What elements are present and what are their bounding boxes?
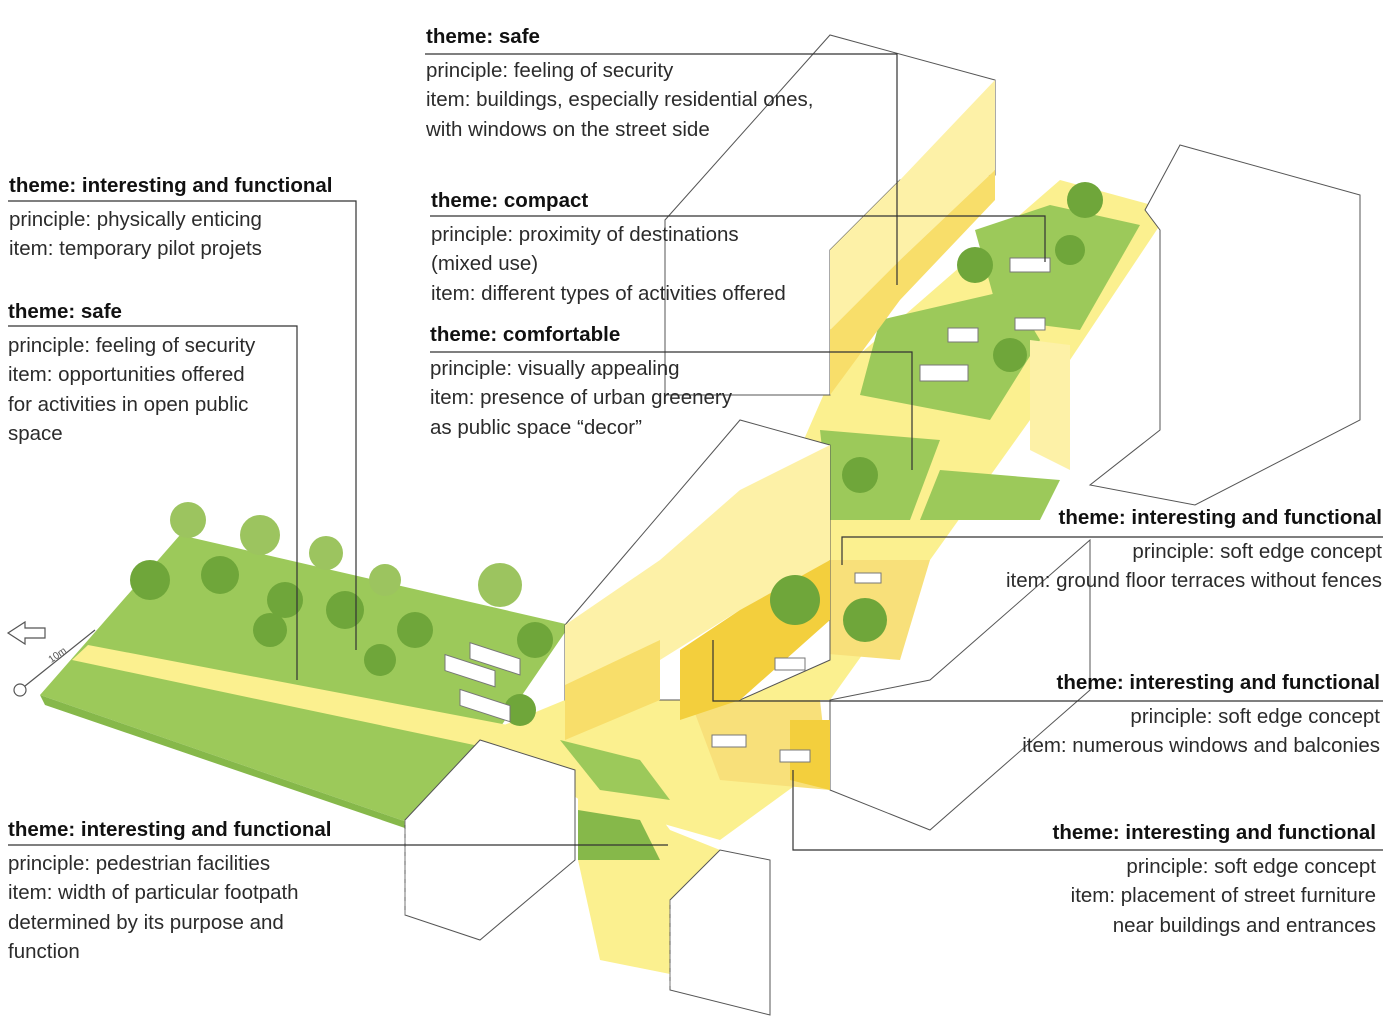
annotation-item-continued: for activities in open public	[8, 392, 249, 416]
annotation-principle: principle: soft edge concept	[1130, 704, 1380, 728]
annotation-interesting-bottom-left: theme: interesting and functional princi…	[8, 815, 331, 967]
park-lawn-edge	[40, 695, 440, 840]
annotation-principle: principle: physically enticing	[9, 207, 262, 231]
annotation-theme: theme: interesting and functional	[9, 174, 333, 197]
annotation-item-continued: near buildings and entrances	[1112, 913, 1376, 937]
annotation-interesting-left-top: theme: interesting and functional princi…	[9, 171, 332, 264]
annotation-safe-top: theme: safe principle: feeling of securi…	[426, 22, 813, 144]
annotation-item: item: placement of street furniture	[1070, 884, 1376, 907]
park-lawn	[40, 535, 570, 830]
garden-middle	[860, 290, 1040, 420]
north-arrow-icon	[6, 620, 46, 646]
annotation-theme: theme: safe	[8, 300, 122, 323]
annotation-principle: principle: feeling of security	[426, 58, 674, 82]
compass-scale	[6, 620, 96, 697]
east-green	[560, 740, 670, 800]
annotation-interesting-right-1: theme: interesting and functional princi…	[1006, 503, 1382, 596]
annotation-item: item: ground floor terraces without fenc…	[1005, 569, 1382, 592]
annotation-item-continued: as public space “decor”	[430, 415, 642, 439]
annotation-item-continued: determined by its purpose and	[8, 910, 284, 934]
annotation-item-continued: function	[8, 940, 80, 963]
planters	[444, 257, 1051, 763]
trees	[130, 182, 1103, 726]
annotation-compact: theme: compact principle: proximity of d…	[431, 186, 786, 308]
annotation-theme: theme: interesting and functional	[8, 818, 332, 841]
annotation-principle: principle: soft edge concept	[1126, 854, 1376, 878]
annotation-interesting-right-2: theme: interesting and functional princi…	[1022, 668, 1380, 761]
annotation-theme: theme: interesting and functional	[1056, 671, 1380, 694]
garden-south	[820, 430, 940, 520]
annotation-principle: principle: visually appealing	[430, 356, 680, 380]
annotation-interesting-right-3: theme: interesting and functional princi…	[1053, 818, 1376, 940]
facades	[565, 80, 1070, 790]
green-strip	[920, 470, 1060, 520]
annotation-theme: theme: compact	[431, 189, 589, 212]
annotation-theme: theme: safe	[426, 25, 540, 48]
annotation-safe-left: theme: safe principle: feeling of securi…	[8, 297, 255, 449]
annotation-principle: principle: pedestrian facilities	[8, 851, 271, 875]
annotation-theme: theme: interesting and functional	[1052, 821, 1376, 844]
park-footpath	[72, 645, 560, 760]
annotation-item: item: numerous windows and balconies	[1022, 734, 1380, 757]
dashed-ground-lines	[404, 820, 671, 990]
annotation-principle-continued: (mixed use)	[431, 252, 539, 275]
garden-north	[975, 205, 1140, 330]
annotation-comfortable: theme: comfortable principle: visually a…	[430, 320, 732, 442]
annotation-item: item: presence of urban greenery	[430, 386, 732, 409]
south-green	[578, 810, 660, 860]
scale-origin-icon	[13, 683, 27, 697]
annotation-principle: principle: soft edge concept	[1132, 539, 1382, 563]
annotation-principle: principle: feeling of security	[8, 333, 256, 357]
annotation-item-continued: space	[8, 422, 63, 445]
annotation-item: item: buildings, especially residential …	[426, 88, 814, 111]
annotation-theme: theme: comfortable	[430, 323, 621, 346]
annotation-theme: theme: interesting and functional	[1058, 506, 1382, 529]
annotation-item: item: opportunities offered	[8, 363, 245, 386]
annotation-item: item: different types of activities offe…	[431, 281, 786, 305]
annotation-principle: principle: proximity of destinations	[431, 222, 739, 246]
leader-lines	[8, 53, 1383, 851]
annotation-item-continued: with windows on the street side	[426, 117, 710, 141]
annotation-item: item: temporary pilot projets	[9, 237, 262, 260]
annotation-item: item: width of particular footpath	[8, 881, 299, 904]
